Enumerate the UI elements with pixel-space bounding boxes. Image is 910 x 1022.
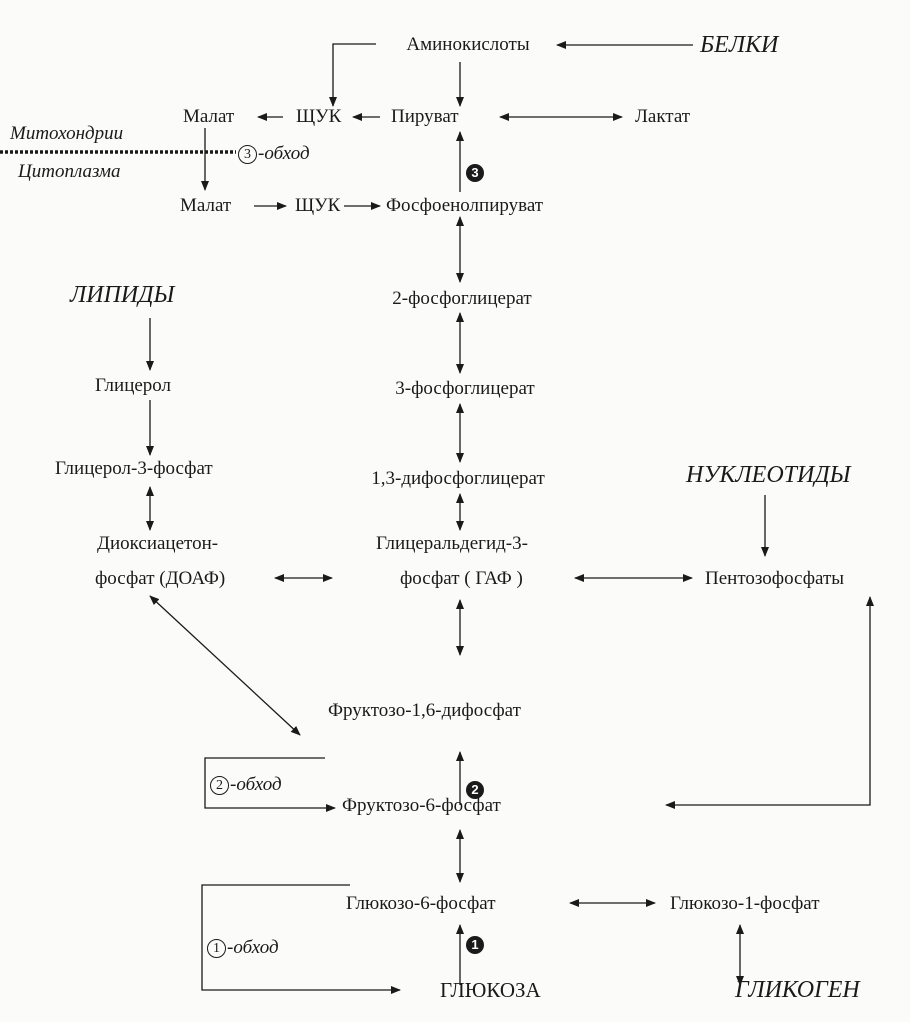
- node-lipids: ЛИПИДЫ: [70, 282, 175, 308]
- node-pep: Фосфоенолпируват: [386, 195, 544, 216]
- node-aminoacids: Аминокислоты: [406, 34, 530, 55]
- node-3pg: 3-фосфоглицерат: [395, 378, 535, 399]
- bypass-3-label: 3-обход: [238, 144, 310, 164]
- bypass-2-number: 2: [210, 776, 229, 795]
- node-malate-mito: Малат: [183, 106, 235, 127]
- node-dhap-line2: фосфат (ДОАФ): [95, 568, 226, 589]
- step-1-badge: 1: [466, 936, 484, 954]
- node-glycerol: Глицерол: [95, 375, 172, 396]
- step-2-badge: 2: [466, 781, 484, 799]
- step-3-badge: 3: [466, 164, 484, 182]
- bypass-3-text: -обход: [258, 143, 310, 164]
- bypass-3-number: 3: [238, 145, 257, 164]
- bypass-1-line: [201, 884, 401, 994]
- node-g1p: Глюкозо-1-фосфат: [670, 893, 820, 914]
- node-nucleotides: НУКЛЕОТИДЫ: [686, 462, 851, 488]
- bypass-2-text: -обход: [230, 774, 282, 795]
- node-malate-cyto: Малат: [180, 195, 232, 216]
- bypass-2-label: 2-обход: [210, 775, 282, 795]
- node-glucose: ГЛЮКОЗА: [440, 978, 541, 1002]
- bypass-2-line: [204, 757, 336, 812]
- node-dhap-line1: Диоксиацетон-: [97, 533, 219, 554]
- node-f16bp: Фруктозо-1,6-дифосфат: [328, 700, 521, 721]
- node-oaa-mito: ЩУК: [296, 106, 342, 127]
- bypass-1-number: 1: [207, 939, 226, 958]
- bypass-1-label: 1-обход: [207, 938, 279, 958]
- node-pentose-phosphates: Пентозофосфаты: [705, 568, 845, 589]
- node-glycerol-3p: Глицерол-3-фосфат: [55, 458, 213, 479]
- node-pyruvate: Пируват: [391, 106, 459, 127]
- node-lactate: Лактат: [635, 106, 691, 127]
- node-f6p: Фруктозо-6-фосфат: [342, 795, 501, 816]
- label-mitochondria: Митохондрии: [10, 123, 124, 144]
- node-gap-line2: фосфат ( ГАФ ): [400, 568, 523, 589]
- node-2pg: 2-фосфоглицерат: [392, 288, 532, 309]
- arrow-aminoacids-oaa: [329, 43, 376, 107]
- node-proteins: БЕЛКИ: [700, 32, 779, 58]
- node-g6p: Глюкозо-6-фосфат: [346, 893, 496, 914]
- label-cytoplasm: Цитоплазма: [18, 161, 121, 182]
- node-13bpg: 1,3-дифосфоглицерат: [371, 468, 545, 489]
- node-glycogen: ГЛИКОГЕН: [735, 977, 860, 1003]
- node-oaa-cyto: ЩУК: [295, 195, 341, 216]
- node-gap-line1: Глицеральдегид-3-: [376, 533, 528, 554]
- bypass-1-text: -обход: [227, 937, 279, 958]
